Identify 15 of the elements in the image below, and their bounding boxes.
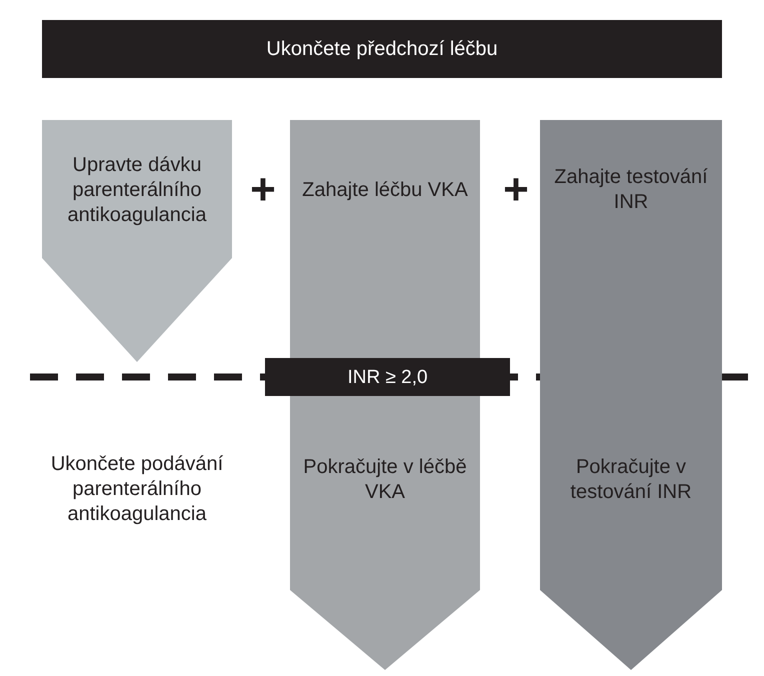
step-text: Pokračujte v léčbě VKA — [302, 455, 468, 505]
plus-sign: + — [502, 168, 530, 212]
step-text: Ukončete podávání parenterálního antikoagulancia — [50, 452, 224, 527]
step-text: Zahajte léčbu VKA — [301, 178, 469, 202]
plus-sign: + — [249, 168, 277, 212]
chevron-arrow — [540, 120, 722, 670]
chevron-arrow — [290, 120, 480, 670]
step-text: Pokračujte v testování INR — [569, 455, 693, 505]
title-bar — [42, 20, 722, 78]
step-text: INR ≥ 2,0 — [346, 366, 429, 390]
step-text: Zahajte testování INR — [553, 165, 709, 215]
step-text: Upravte dávku parenterálního antikoagulancia — [66, 152, 208, 228]
title-text: Ukončete předchozí léčbu — [265, 36, 499, 62]
chevron-arrow — [42, 120, 232, 362]
threshold-box — [265, 358, 510, 396]
